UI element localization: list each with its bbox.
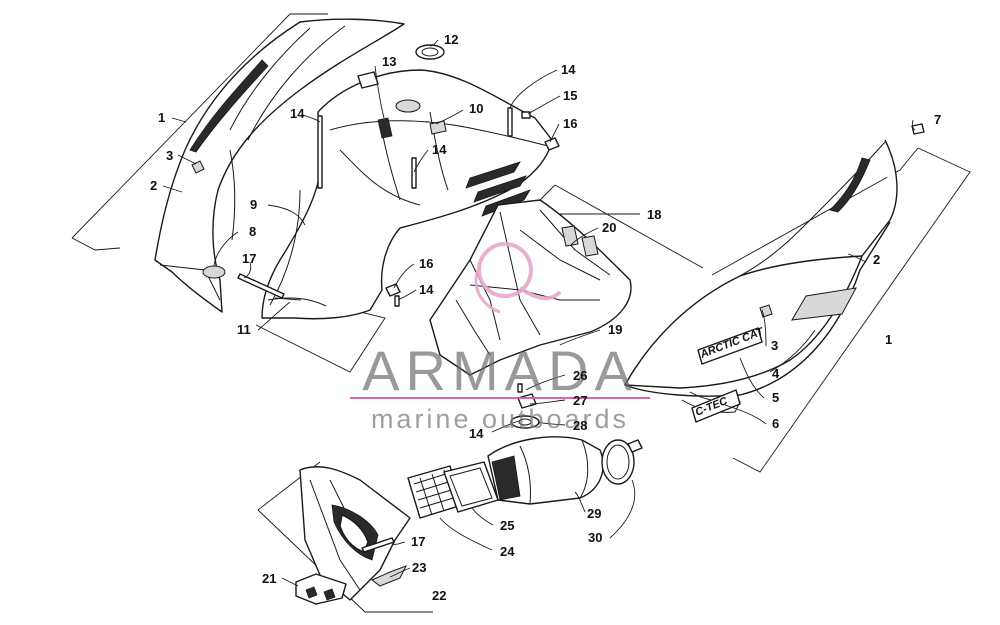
hood-group [255, 44, 553, 373]
hood [261, 69, 553, 320]
screw-26 [517, 383, 523, 393]
callout-5: 5 [772, 390, 779, 405]
callout-1-right: 1 [885, 332, 892, 347]
callout-29: 29 [587, 506, 601, 521]
right-side-panel-group: ARCTIC CAT C-TEC [624, 123, 971, 473]
fasteners-group [237, 107, 560, 553]
hood-vent-3 [481, 189, 531, 217]
callout-30: 30 [588, 530, 602, 545]
gauge-plug [415, 44, 445, 60]
leader-lines [162, 39, 916, 587]
hood-vent-1 [465, 161, 521, 189]
hood-vent-2 [473, 175, 527, 203]
callout-19: 19 [608, 322, 622, 337]
side-decal-4 [791, 287, 857, 321]
callout-14-d: 14 [419, 282, 434, 297]
hood-slot [377, 117, 393, 139]
callout-26: 26 [573, 368, 587, 383]
clip-16-b [385, 283, 401, 297]
left-side-panel-group [71, 13, 405, 313]
nose-decal-23 [371, 565, 408, 587]
hood-grommet [395, 99, 421, 113]
reflector-oval [202, 265, 226, 279]
air-box [429, 199, 632, 376]
callout-14-a: 14 [290, 106, 305, 121]
callout-12: 12 [444, 32, 458, 47]
logo-tail [518, 286, 562, 301]
watermark: ARMADA marine outboards [350, 242, 650, 434]
callout-8: 8 [249, 224, 256, 239]
airbox-group [429, 184, 704, 376]
callout-3-right: 3 [771, 338, 778, 353]
logo-swirl [474, 264, 501, 314]
armada-logo-icon [474, 242, 562, 314]
air-box-filter [561, 225, 579, 247]
callout-11: 11 [237, 322, 251, 337]
screw-14-b [411, 157, 417, 189]
callout-25: 25 [500, 518, 514, 533]
callout-6: 6 [772, 416, 779, 431]
callout-4: 4 [772, 366, 780, 381]
callout-2-left: 2 [150, 178, 157, 193]
callouts: 1 3 2 8 9 17 11 12 13 14 10 14 14 15 16 … [150, 32, 941, 603]
push-rivet [911, 123, 925, 135]
callout-24: 24 [500, 544, 515, 559]
callout-17-b: 17 [411, 534, 425, 549]
callout-22: 22 [432, 588, 446, 603]
callout-16-a: 16 [563, 116, 577, 131]
callout-10: 10 [469, 101, 483, 116]
callout-17-a: 17 [242, 251, 256, 266]
callout-14-b: 14 [432, 142, 447, 157]
hood-clip [357, 71, 379, 89]
callout-14-e: 14 [469, 426, 484, 441]
nose-intake-group [257, 383, 643, 613]
watermark-subtitle: marine outboards [371, 404, 629, 434]
callout-14-c: 14 [561, 62, 576, 77]
callout-27: 27 [573, 393, 587, 408]
left-side-panel [154, 18, 405, 313]
watermark-title: ARMADA [362, 339, 638, 402]
screw-17-a [237, 273, 285, 299]
screw-14-d [394, 295, 400, 307]
screw-17-b [361, 537, 395, 553]
screw-14-c [507, 107, 513, 137]
callout-28: 28 [573, 418, 587, 433]
callout-23: 23 [412, 560, 426, 575]
callout-9: 9 [250, 197, 257, 212]
left-panel-vent [189, 59, 269, 153]
callout-2-right: 2 [873, 252, 880, 267]
callout-1-left: 1 [158, 110, 165, 125]
callout-7: 7 [934, 112, 941, 127]
callout-3-left: 3 [166, 148, 173, 163]
callout-21: 21 [262, 571, 276, 586]
screw-14-a [317, 115, 323, 189]
callout-13: 13 [382, 54, 396, 69]
clip-15 [521, 111, 531, 119]
callout-20: 20 [602, 220, 616, 235]
right-panel-vent [829, 157, 871, 213]
callout-18: 18 [647, 207, 661, 222]
callout-15: 15 [563, 88, 577, 103]
callout-16-b: 16 [419, 256, 433, 271]
